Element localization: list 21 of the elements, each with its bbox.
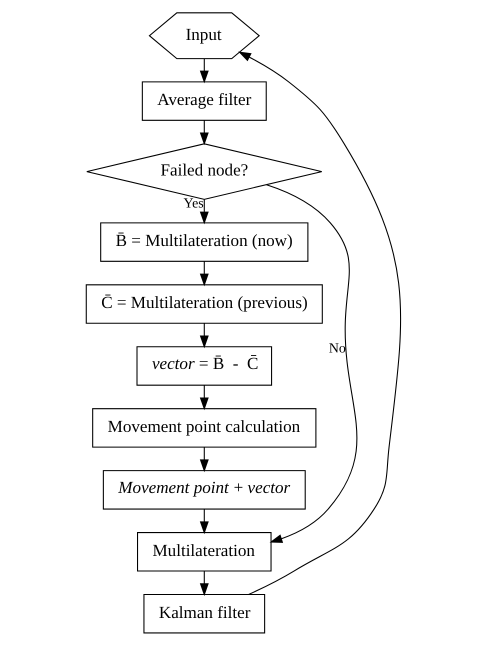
- arrow: [199, 200, 208, 224]
- edge-label: No: [328, 341, 346, 356]
- arrow: [199, 447, 208, 472]
- arrow: [199, 385, 208, 410]
- node-box: B̄ = Multilateration (now): [100, 222, 308, 262]
- node-box: Multilateration: [136, 532, 272, 572]
- arrow: [199, 323, 208, 348]
- arrow: [199, 120, 208, 146]
- arrow: [199, 571, 208, 596]
- arrow: [238, 51, 401, 595]
- arrow: [266, 184, 357, 543]
- node-box: vector = B̄ - C̄: [136, 346, 272, 386]
- node-box: Average filter: [141, 81, 266, 121]
- node-diamond: Failed node?: [86, 143, 322, 200]
- node-box: Kalman filter: [142, 594, 265, 634]
- arrow: [199, 261, 208, 286]
- arrow: [199, 509, 208, 534]
- node-box: Movement point calculation: [92, 408, 316, 448]
- node-box: Movement point + vector: [102, 470, 306, 510]
- arrow: [199, 58, 208, 84]
- node-box: C̄ = Multilateration (previous): [85, 284, 322, 324]
